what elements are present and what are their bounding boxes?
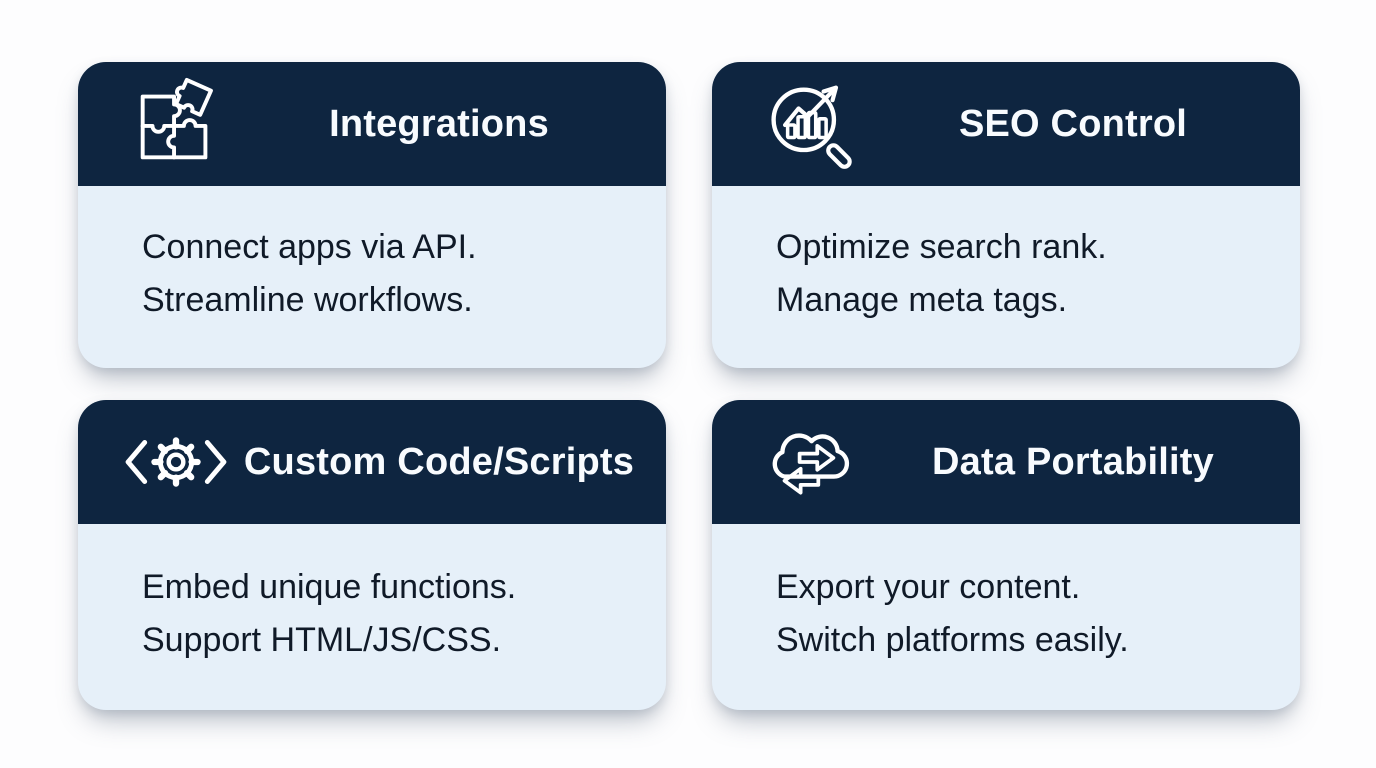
feature-card-data-portability: Data Portability Export your content. Sw…	[712, 400, 1300, 710]
card-body: Embed unique functions. Support HTML/JS/…	[78, 524, 666, 710]
cloud-transfer-icon	[746, 410, 874, 514]
card-title: Integrations	[329, 102, 549, 145]
card-line: Export your content.	[776, 568, 1081, 607]
card-title: Data Portability	[932, 440, 1214, 483]
card-header: Data Portability	[712, 400, 1300, 524]
card-header: Custom Code/Scripts	[78, 400, 666, 524]
card-header: SEO Control	[712, 62, 1300, 186]
feature-card-integrations: Integrations Connect apps via API. Strea…	[78, 62, 666, 368]
card-line: Streamline workflows.	[142, 281, 473, 319]
card-body: Connect apps via API. Streamline workflo…	[78, 186, 666, 368]
feature-card-seo-control: SEO Control Optimize search rank. Manage…	[712, 62, 1300, 368]
puzzle-icon	[112, 75, 240, 173]
card-line: Optimize search rank.	[776, 228, 1107, 267]
card-line: Switch platforms easily.	[776, 621, 1129, 659]
card-line: Embed unique functions.	[142, 568, 517, 607]
seo-magnifier-chart-icon	[746, 72, 874, 176]
card-body: Optimize search rank. Manage meta tags.	[712, 186, 1300, 368]
card-header: Integrations	[78, 62, 666, 186]
card-body: Export your content. Switch platforms ea…	[712, 524, 1300, 710]
feature-card-custom-code: Custom Code/Scripts Embed unique functio…	[78, 400, 666, 710]
code-brackets-gear-icon	[112, 418, 240, 506]
card-line: Support HTML/JS/CSS.	[142, 621, 502, 659]
card-line: Manage meta tags.	[776, 281, 1068, 319]
feature-card-grid: Integrations Connect apps via API. Strea…	[78, 62, 1300, 710]
card-title: SEO Control	[958, 102, 1188, 145]
card-title: Custom Code/Scripts	[243, 440, 635, 483]
card-line: Connect apps via API.	[142, 228, 477, 267]
